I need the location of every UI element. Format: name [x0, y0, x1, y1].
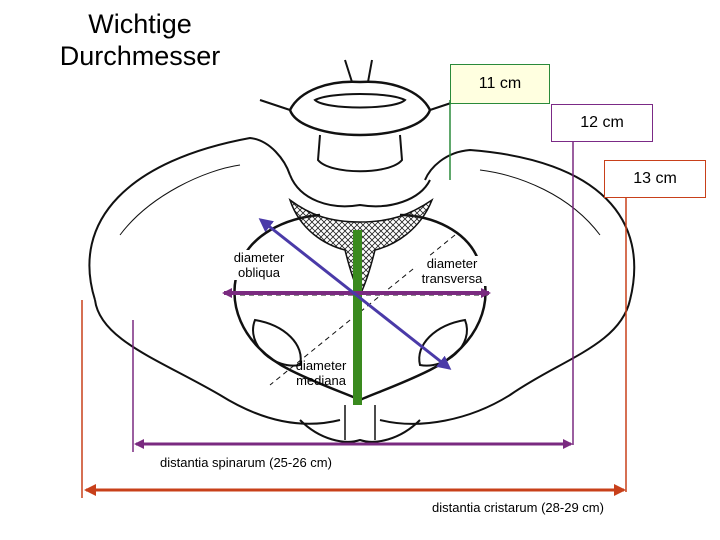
label-diameter-mediana: diameter mediana: [291, 358, 351, 388]
measurement-box-11cm: 11 cm: [450, 64, 550, 104]
label-distantia-cristarum: distantia cristarum (28-29 cm): [432, 500, 604, 515]
diameter-mediana-bar: [353, 230, 362, 405]
label-distantia-spinarum: distantia spinarum (25-26 cm): [160, 455, 332, 470]
label-diameter-obliqua: diameter obliqua: [228, 250, 290, 280]
measurement-box-12cm: 12 cm: [551, 104, 653, 142]
label-diameter-transversa: diameter transversa: [416, 256, 488, 286]
measurement-box-13cm: 13 cm: [604, 160, 706, 198]
slide-title: Wichtige Durchmesser: [40, 8, 240, 72]
